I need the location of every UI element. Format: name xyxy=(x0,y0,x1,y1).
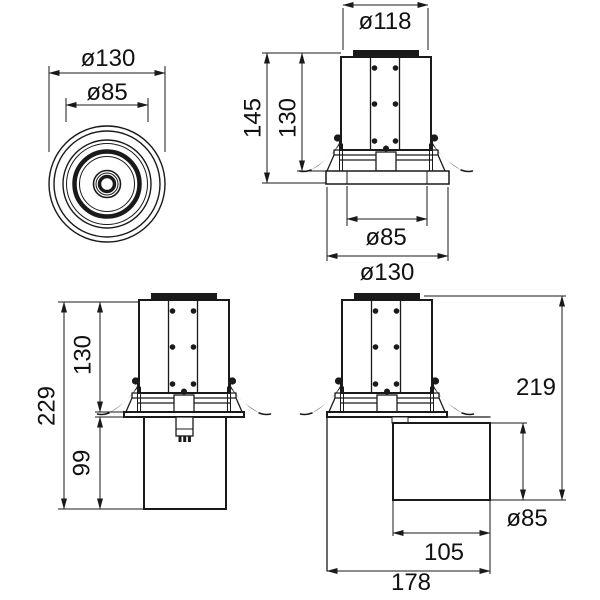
dim-label-section-recess-height: 130 xyxy=(275,98,302,138)
dim-front-aperture: ø85 xyxy=(65,79,149,122)
dim-section-aperture: ø85 xyxy=(346,186,428,251)
dim-offset-box-diameter: ø85 xyxy=(490,422,548,532)
dim-offset-overall-length: 178 xyxy=(326,500,491,596)
dim-label-section-trim-outer: ø130 xyxy=(360,259,415,286)
dim-label-front-aperture: ø85 xyxy=(86,79,127,106)
front-view: ø130 ø85 xyxy=(48,45,166,243)
trim-aperture-ring xyxy=(72,149,142,219)
offset-driver-box xyxy=(392,422,491,501)
dim-label-inline-box-height: 99 xyxy=(69,450,96,477)
front-view-rings xyxy=(48,125,166,243)
dim-label-inline-overall-height: 229 xyxy=(34,386,61,426)
dim-inline-box-height: 99 xyxy=(69,416,124,510)
dim-label-section-overall-height: 145 xyxy=(240,98,267,138)
inline-terminal-connector xyxy=(175,416,194,442)
dim-front-trim-outer: ø130 xyxy=(48,45,166,152)
dim-label-front-trim-outer: ø130 xyxy=(81,45,136,72)
dim-label-section-aperture: ø85 xyxy=(365,224,406,251)
dim-label-offset-overall-length: 178 xyxy=(391,569,431,596)
dim-label-section-housing: ø118 xyxy=(359,8,412,35)
dim-label-offset-box-length: 105 xyxy=(424,539,464,566)
dim-offset-overall-height: 219 xyxy=(424,295,566,501)
dim-section-recess-height: 130 xyxy=(275,52,326,172)
lens-center-ring xyxy=(97,174,117,194)
dim-section-overall-height: 145 xyxy=(240,52,341,184)
dim-offset-box-length: 105 xyxy=(392,500,491,566)
offset-trim-ring-edge xyxy=(326,411,448,418)
dim-label-offset-box-diameter: ø85 xyxy=(506,505,547,532)
dim-inline-recess-height: 130 xyxy=(70,301,124,413)
section-trim-ring xyxy=(325,170,450,185)
dim-label-inline-recess-height: 130 xyxy=(70,335,97,375)
dim-section-housing: ø118 xyxy=(342,1,429,50)
section-view: ø118 145 130 ø85 ø130 xyxy=(240,1,473,286)
dim-label-offset-overall-height: 219 xyxy=(516,374,556,401)
side-view-inline-box: 229 130 99 xyxy=(34,293,271,510)
dim-inline-overall-height: 229 xyxy=(34,301,144,510)
side-view-offset-box: 219 ø85 105 178 xyxy=(301,293,566,596)
dim-section-trim-outer: ø130 xyxy=(326,187,449,286)
